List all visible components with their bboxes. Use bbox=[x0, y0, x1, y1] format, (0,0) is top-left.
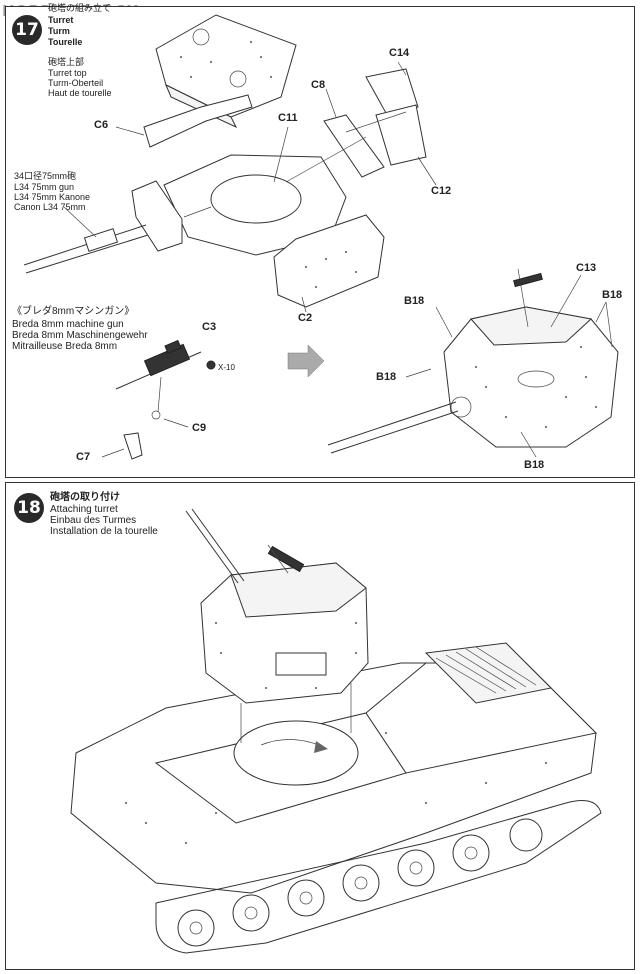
part-b18-bottom: B18 bbox=[524, 459, 545, 471]
step-18-drawing bbox=[70, 508, 602, 954]
part-c12-shape bbox=[375, 104, 427, 166]
part-c2-shape bbox=[273, 214, 385, 313]
turret-top-label-jp: 砲塔上部 bbox=[48, 57, 85, 67]
mg-label-fr: Mitrailleuse Breda 8mm bbox=[12, 341, 118, 352]
gun-label-fr: Canon L34 75mm bbox=[14, 202, 86, 212]
mg-label-jp: 《ブレダ8mmマシンガン》 bbox=[12, 306, 135, 317]
part-b18-left-top: B18 bbox=[404, 295, 425, 307]
part-c7: C7 bbox=[76, 451, 91, 463]
assembly-arrow bbox=[287, 344, 325, 378]
step-17-drawing bbox=[23, 14, 619, 460]
gun-label-jp: 34口径75mm砲 bbox=[14, 171, 77, 181]
turret-ring-part bbox=[163, 126, 347, 256]
part-c11: C11 bbox=[278, 112, 298, 124]
part-c12: C12 bbox=[431, 185, 452, 197]
step-17-panel: 17 砲塔の組み立て Turret Turm Tourelle 砲塔上部 Tur… bbox=[5, 3, 635, 478]
step-18-title-de: Einbau des Turmes bbox=[50, 515, 137, 526]
gun-label-en: L34 75mm gun bbox=[14, 182, 75, 192]
gun-label-de: L34 75mm Kanone bbox=[14, 192, 91, 202]
part-x10: X-10 bbox=[218, 363, 235, 372]
step-18-number: 18 bbox=[14, 493, 44, 523]
step-17-title-en: Turret bbox=[48, 15, 74, 25]
part-c14: C14 bbox=[389, 47, 410, 59]
turret-assembly bbox=[185, 508, 369, 743]
step-18-title-jp: 砲塔の取り付け bbox=[50, 492, 120, 503]
part-c6: C6 bbox=[94, 119, 109, 131]
step-17-title-fr: Tourelle bbox=[48, 37, 83, 47]
step-18-title-en: Attaching turret bbox=[50, 504, 118, 515]
step-18-title-fr: Installation de la tourelle bbox=[50, 526, 158, 537]
part-c14-shape bbox=[365, 68, 419, 114]
part-c3: C3 bbox=[202, 321, 217, 333]
machine-gun-part bbox=[101, 339, 216, 460]
tank-hull bbox=[70, 642, 598, 894]
mg-label-en: Breda 8mm machine gun bbox=[12, 319, 124, 330]
mg-label-de: Breda 8mm Maschinengewehr bbox=[12, 330, 148, 341]
part-c8-shape bbox=[323, 114, 385, 178]
step-17-title-de: Turm bbox=[48, 26, 70, 36]
gun-part bbox=[23, 180, 212, 274]
part-c13: C13 bbox=[576, 262, 597, 274]
turret-top-label-fr: Haut de tourelle bbox=[48, 88, 112, 98]
step-17-number: 17 bbox=[12, 15, 42, 45]
part-c6-shape bbox=[143, 94, 253, 148]
turret-top-label-en: Turret top bbox=[48, 68, 87, 78]
part-b18-right: B18 bbox=[602, 289, 623, 301]
part-c9: C9 bbox=[192, 422, 207, 434]
tank-tracks bbox=[155, 800, 602, 954]
assembled-turret bbox=[327, 268, 619, 458]
part-c2: C2 bbox=[298, 312, 313, 324]
part-b18-left-bottom: B18 bbox=[376, 371, 397, 383]
step-18-panel: 18 砲塔の取り付け Attaching turret Einbau des T… bbox=[5, 482, 635, 970]
step-17-header-jp: 砲塔の組み立て bbox=[48, 3, 112, 13]
turret-top-label-de: Turm-Oberteil bbox=[48, 78, 104, 88]
part-c8: C8 bbox=[311, 79, 326, 91]
